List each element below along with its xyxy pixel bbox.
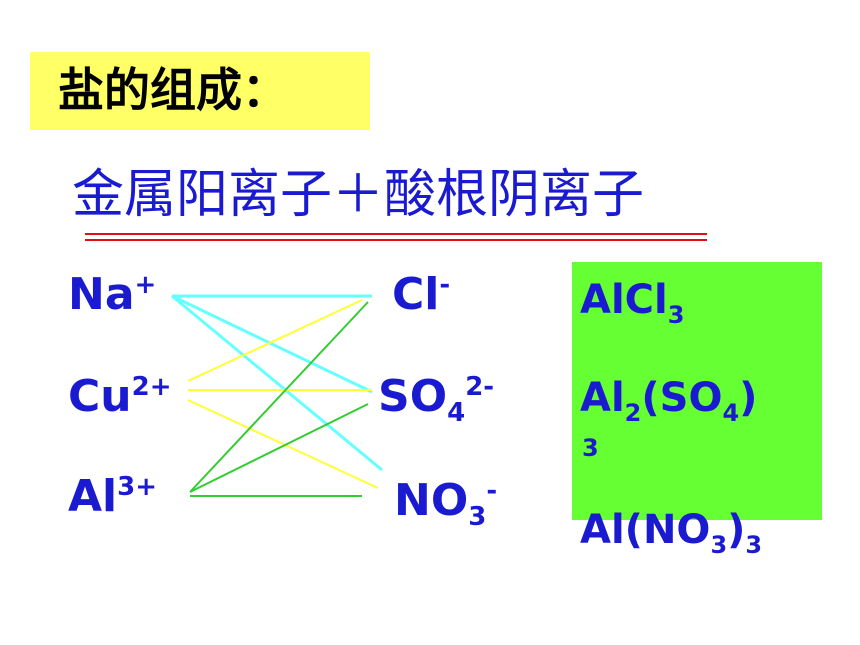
anion-so4: SO42- — [378, 371, 495, 429]
salt-alno33-part: Al(NO — [580, 507, 711, 553]
anion-so4-symbol: SO — [378, 371, 448, 422]
anion-no3: NO3- — [394, 475, 498, 533]
cation-cu-charge: 2+ — [131, 372, 172, 402]
salt-al2so43-part: Al — [580, 375, 625, 421]
cation-na: Na+ — [68, 270, 156, 326]
line-na-so4 — [171, 294, 373, 394]
cation-cu: Cu2+ — [68, 372, 172, 428]
underline-top — [85, 233, 707, 235]
title-highlight — [30, 52, 370, 130]
salt-alno33: Al(NO3)3 — [580, 506, 762, 559]
salt-al2so43-subscript: 4 — [722, 399, 740, 427]
anion-no3-subscript: 3 — [468, 502, 487, 532]
salt-alcl3-subscript: 3 — [667, 301, 685, 329]
line-na-no3 — [171, 294, 383, 472]
anion-so4-charge: 2- — [465, 372, 495, 402]
cation-al-symbol: Al — [68, 471, 118, 522]
salt-examples-box — [572, 262, 822, 520]
anion-no3-symbol: NO — [394, 475, 469, 526]
anion-cl-charge: - — [439, 270, 451, 300]
anion-cl-symbol: Cl — [392, 269, 440, 320]
line-al-so4 — [189, 403, 369, 493]
salt-composition-formula: 金属阳离子＋酸根阴离子 — [72, 165, 645, 225]
cation-al-charge: 3+ — [117, 472, 158, 502]
salt-alcl3-part: AlCl — [580, 277, 668, 323]
page-title: 盐的组成： — [58, 63, 288, 117]
salt-alno33-subscript: 3 — [745, 531, 763, 559]
anion-so4-subscript: 4 — [447, 398, 466, 428]
underline-bottom — [85, 239, 707, 241]
cation-al: Al3+ — [68, 472, 157, 528]
salt-alno33-part: ) — [727, 507, 746, 553]
cation-na-charge: + — [134, 270, 157, 300]
line-cu-cl — [187, 299, 363, 382]
line-cu-no3 — [187, 399, 379, 489]
cation-na-symbol: Na — [68, 269, 135, 320]
line-al-cl — [189, 301, 369, 493]
salt-alno33-subscript: 3 — [710, 531, 728, 559]
salt-al2so43-part: (SO — [641, 375, 723, 421]
salt-al2so43-wrapped-subscript: 3 — [582, 434, 599, 462]
salt-al2so43: Al2(SO4) — [580, 374, 757, 427]
salt-al2so43-subscript: 2 — [624, 399, 642, 427]
salt-al2so43-part: ) — [739, 375, 758, 421]
cation-cu-symbol: Cu — [68, 371, 132, 422]
anion-cl: Cl- — [392, 270, 450, 326]
anion-no3-charge: - — [486, 476, 498, 506]
salt-alcl3: AlCl3 — [580, 276, 684, 329]
